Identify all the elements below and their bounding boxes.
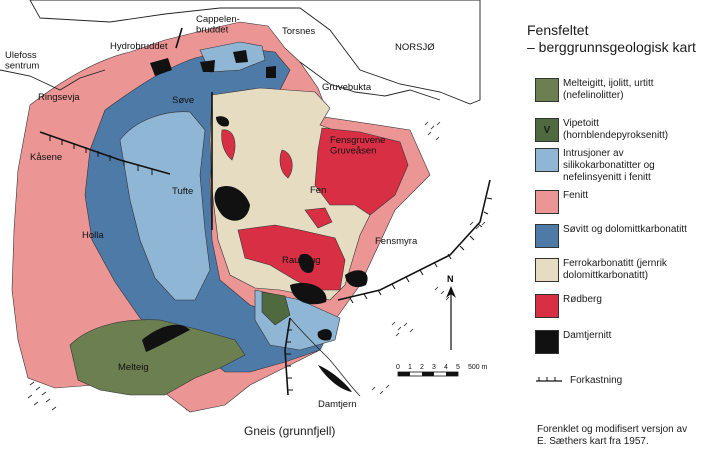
lake-outline	[0, 61, 441, 101]
legend-label-melteigitt: Melteigitt, ijolitt, urtitt (nefelinolit…	[563, 78, 654, 101]
title-line-1: Fensfeltet	[527, 22, 589, 38]
rodberg-central	[237, 224, 346, 291]
legend-label-sovitt: Søvitt og dolomittkarbonatitt	[563, 224, 687, 235]
legend-label-vipetoitt: Vipetoitt (hornblendepyroksenitt)	[563, 118, 669, 141]
scale-bar: 0 1 2 3 4 5 500 m	[396, 364, 488, 377]
scale-tick-label: 1	[408, 364, 412, 371]
rodberg-small-1	[221, 129, 236, 161]
gneiss-hatch-marks	[27, 121, 486, 411]
map-title: Fensfeltet – berggrunnsgeologisk kart	[527, 22, 696, 56]
legend-item-melteigitt: Melteigitt, ijolitt, urtitt (nefelinolit…	[535, 78, 703, 102]
label-sove: Søve	[172, 95, 194, 106]
legend-item-damtjernitt: Damtjernitt	[535, 330, 703, 354]
label-hydrobruddet: Hydrobruddet	[110, 41, 168, 52]
rodberg-small-2	[279, 149, 293, 179]
label-gruvebukta: Gruvebukta	[322, 82, 372, 93]
legend-item-sovitt: Søvitt og dolomittkarbonatitt	[535, 224, 703, 248]
legend-label-ferrokarbonatitt: Ferrokarbonatitt (jernrik dolomittkarbon…	[563, 258, 667, 281]
label-cappelen: Cappelen-bruddet	[196, 14, 240, 36]
legend-swatch-damtjernitt	[535, 330, 559, 354]
rodberg-small-3	[304, 207, 333, 229]
scale-tick-label: 5	[456, 364, 460, 371]
scale-tick-label: 2	[420, 364, 424, 371]
rodberg-main	[314, 127, 409, 216]
fault-ticks	[49, 135, 493, 391]
label-norsjo: NORSJØ	[395, 42, 435, 53]
label-ringsevja: Ringsevja	[38, 92, 80, 103]
legend-swatch-intrusjoner	[535, 148, 559, 172]
source-line: Forenklet og modifisert versjon av	[537, 424, 688, 435]
label-torsnes: Torsnes	[282, 26, 316, 37]
fault-lines	[39, 27, 491, 396]
legend-swatch-melteigitt	[535, 78, 559, 102]
source-line: E. Sæthers kart fra 1957.	[537, 436, 649, 447]
scale-tick-label: 3	[432, 364, 436, 371]
vipetoitt-patch	[261, 291, 291, 326]
fault-legend-label: Forkastning	[570, 375, 623, 386]
label-rauhaug: Rauhaug	[282, 255, 321, 266]
legend-label-damtjernitt: Damtjernitt	[563, 330, 612, 341]
north-label: N	[447, 274, 454, 284]
legend-swatch-fenitt	[535, 190, 559, 214]
legend-swatch-vipetoitt: V	[535, 118, 559, 142]
label-damtjern: Damtjern	[318, 399, 357, 410]
damtjernitt-bodies	[142, 50, 368, 392]
label-fen: Fen	[310, 185, 326, 196]
stream-line	[289, 317, 361, 397]
legend-swatch-rodberg	[535, 294, 559, 318]
scale-tick-label: 0	[396, 364, 400, 371]
legend-item-ferrokarbonatitt: Ferrokarbonatitt (jernrik dolomittkarbon…	[535, 258, 703, 282]
north-arrow: N	[446, 274, 456, 350]
melteigitt-zone	[69, 319, 246, 396]
title-line-2: – berggrunnsgeologisk kart	[527, 39, 696, 55]
scale-tick-label: 4	[444, 364, 448, 371]
intrusion-zone-west	[119, 111, 211, 301]
legend-item-intrusjoner: Intrusjoner av silikokarbonatitter og ne…	[535, 148, 703, 184]
label-kasene: Kåsene	[30, 152, 62, 163]
label-melteig: Melteig	[118, 362, 149, 373]
legend-label-intrusjoner: Intrusjoner av silikokarbonatitter og ne…	[563, 148, 655, 183]
legend-label-fenitt: Fenitt	[563, 190, 589, 201]
fault-legend-symbol	[536, 377, 562, 382]
legend-swatch-sovitt	[535, 224, 559, 248]
norsjo-shoreline	[29, 0, 481, 105]
label-fensmyra: Fensmyra	[375, 236, 418, 247]
label-holla: Holla	[82, 230, 104, 241]
gneiss-label: Gneis (grunnfjell)	[244, 424, 336, 438]
legend-item-rodberg: Rødberg	[535, 294, 703, 318]
scale-tick-label: 500 m	[468, 364, 488, 371]
legend-item-fenitt: Fenitt	[535, 190, 703, 214]
legend-swatch-ferrokarbonatitt	[535, 258, 559, 282]
legend-label-rodberg: Rødberg	[563, 294, 602, 305]
label-tufte: Tufte	[172, 186, 193, 197]
